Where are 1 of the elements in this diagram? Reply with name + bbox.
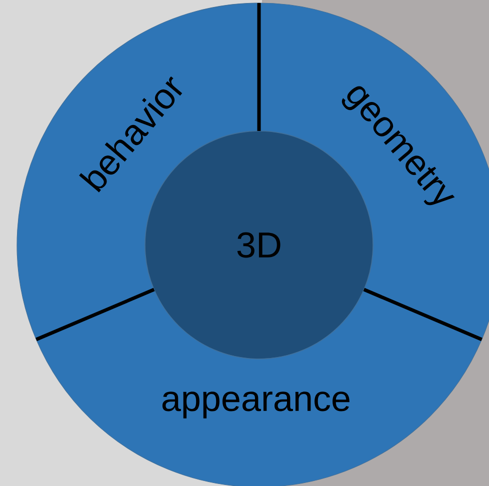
ring-segment: appearance xyxy=(36,289,482,486)
